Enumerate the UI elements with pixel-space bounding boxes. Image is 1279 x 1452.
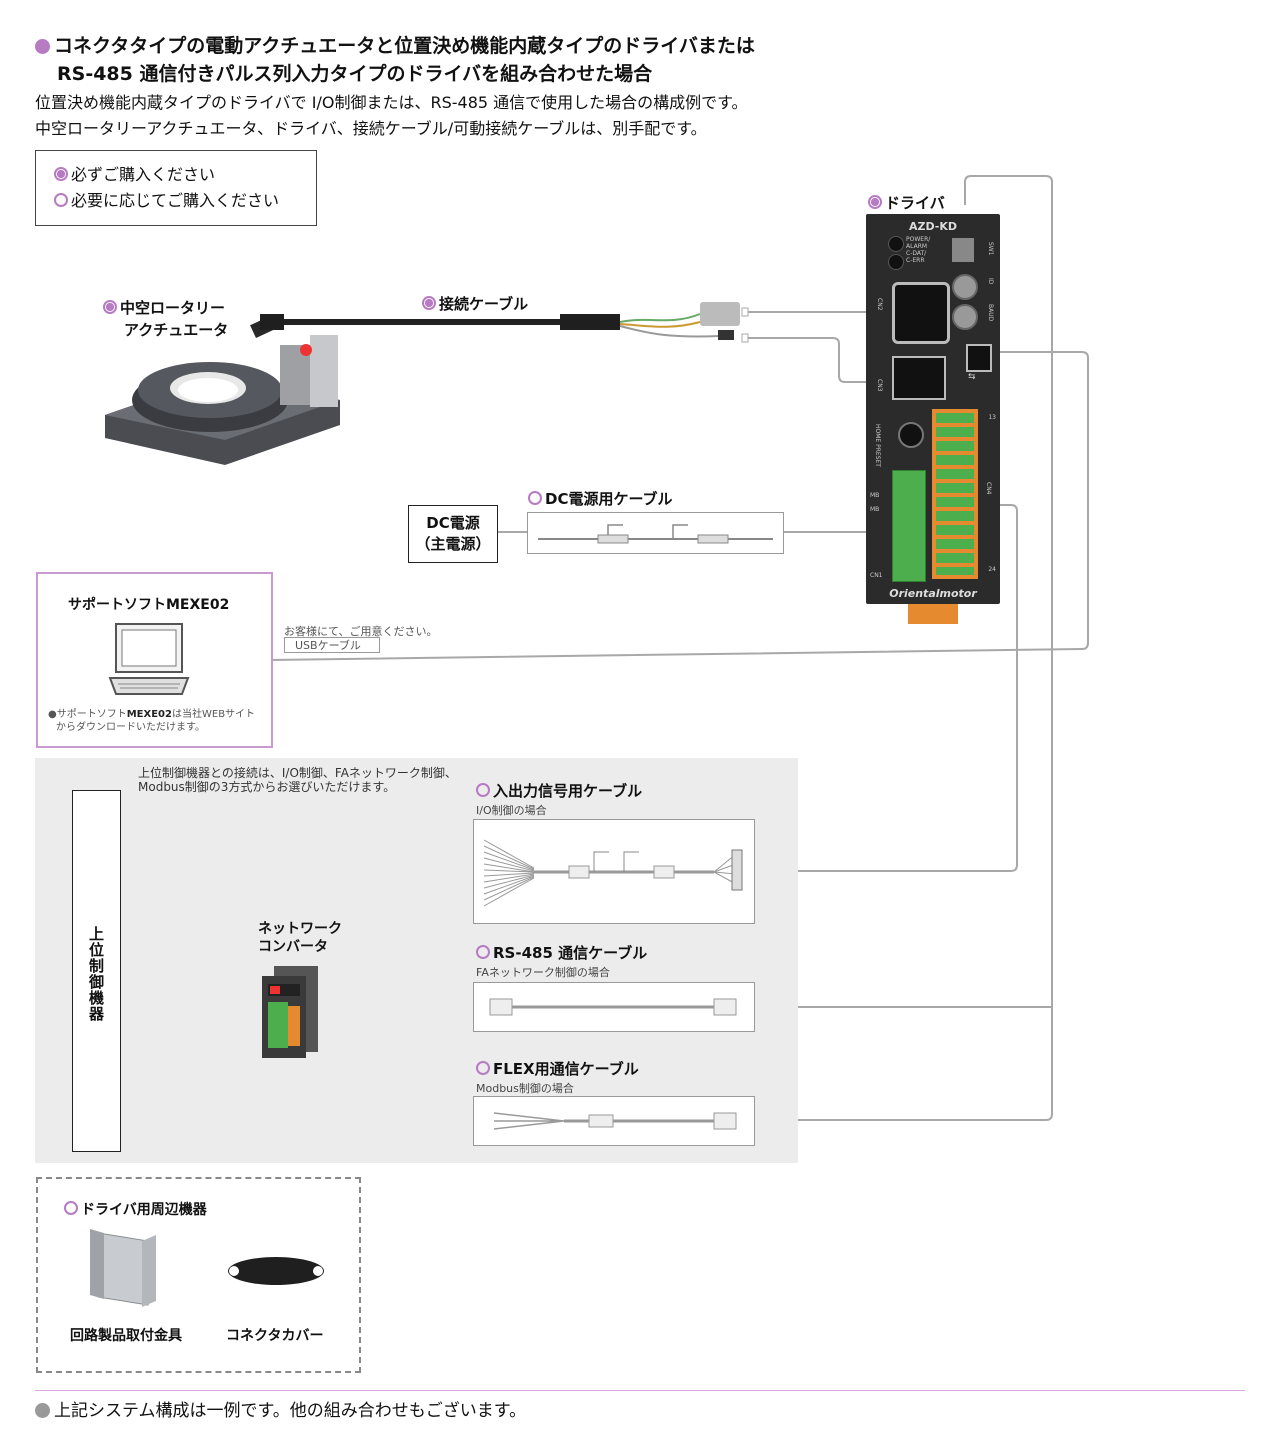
dc-power-label: DC電源 <box>426 514 480 532</box>
flex-cable-image <box>493 1112 737 1130</box>
rs485-cable-label: RS-485 通信ケーブル <box>476 942 647 963</box>
laptop-icon <box>108 623 190 695</box>
rs485-cable-image-frame <box>473 982 755 1032</box>
title-bullet-icon <box>35 39 50 54</box>
power-terminal-block[interactable] <box>892 470 926 582</box>
sw1-switch[interactable] <box>952 238 974 262</box>
host-controller-box: 上位制御機器 <box>72 790 121 1152</box>
io-cable-image-frame <box>473 819 755 924</box>
usb-icon: ⇆ <box>968 372 976 382</box>
optional-mark-icon <box>476 1061 490 1075</box>
dc-cable-label: DC電源用ケーブル <box>528 488 673 509</box>
mb-label-2: MB <box>870 506 880 513</box>
dc-power-box: DC電源 （主電源） <box>408 505 498 563</box>
connector-cover-label: コネクタカバー <box>226 1328 324 1344</box>
page-title: コネクタタイプの電動アクチュエータと位置決め機能内蔵タイプのドライバまたは <box>35 33 755 59</box>
io-cable-sub: I/O制御の場合 <box>476 804 547 817</box>
optional-mark-icon <box>528 491 542 505</box>
actuator-label: 中空ロータリー <box>103 297 225 318</box>
connection-cable-label: 接続ケーブル <box>422 293 528 314</box>
optional-mark-icon <box>54 193 68 207</box>
usb-cable-label: USBケーブル <box>284 637 380 653</box>
software-title: サポートソフトMEXE02 <box>68 597 230 613</box>
home-preset-button[interactable] <box>898 422 924 448</box>
support-software-box: サポートソフトMEXE02 ●サポートソフトMEXE02は当社WEBサイト から… <box>36 572 273 748</box>
optional-mark-icon <box>476 945 490 959</box>
connector-cover-image <box>228 1257 324 1285</box>
host-intro: 上位制御機器との接続は、I/O制御、FAネットワーク制御、Modbus制御の3方… <box>138 766 457 794</box>
mb-label-1: MB <box>870 492 880 499</box>
description-line2: 中空ロータリーアクチュエータ、ドライバ、接続ケーブル/可動接続ケーブルは、別手配… <box>35 119 707 138</box>
cn1-label: CN1 <box>870 572 883 579</box>
rs485-cable-sub: FAネットワーク制御の場合 <box>476 966 610 979</box>
flex-cable-image-frame <box>473 1096 755 1146</box>
din-clip <box>908 604 958 624</box>
mounting-bracket-label: 回路製品取付金具 <box>70 1328 182 1344</box>
peripherals-box: ドライバ用周辺機器 回路製品取付金具 コネクタカバー <box>36 1177 361 1373</box>
baud-label: BAUD <box>987 304 994 322</box>
power-led-icon <box>888 236 904 252</box>
legend-required: 必ずご購入ください <box>54 161 215 185</box>
home-preset-label: HOME PRESET <box>874 424 881 467</box>
driver-model: AZD-KD <box>908 220 958 233</box>
rs485-cable-image <box>489 998 737 1016</box>
legend-optional: 必要に応じてご購入ください <box>54 187 279 211</box>
hollow-rotary-actuator-image <box>105 320 340 465</box>
host-label: 上位制御機器 <box>87 926 105 1022</box>
dc-cable-image <box>538 524 773 544</box>
cn2-label: CN2 <box>876 298 883 311</box>
legend-box: 必ずご購入ください 必要に応じてご購入ください <box>35 150 317 226</box>
io-cable-image <box>483 839 743 907</box>
encoder-connector[interactable] <box>892 356 946 400</box>
driver-label: ドライバ <box>868 192 945 213</box>
footer-bullet-icon <box>35 1403 50 1418</box>
pin24-label: 24 <box>988 566 996 573</box>
cn3-label: CN3 <box>876 379 883 392</box>
optional-mark-icon <box>476 783 490 797</box>
usb-note: お客様にて、ご用意ください。 <box>284 625 438 638</box>
optional-mark-icon <box>64 1201 78 1215</box>
usb-port[interactable] <box>966 344 992 372</box>
sw1-label: SW1 <box>987 242 994 256</box>
network-converter-image <box>262 966 318 1058</box>
pin13-label: 13 <box>988 414 996 421</box>
peripherals-title: ドライバ用周辺機器 <box>64 1199 207 1219</box>
flex-cable-label: FLEX用通信ケーブル <box>476 1058 639 1079</box>
required-mark-icon <box>103 300 117 314</box>
dc-cable-image-frame <box>527 512 784 554</box>
connection-cable-image <box>260 302 740 340</box>
brand-logo: Orientalmotor <box>889 587 977 600</box>
network-converter-label: ネットワークコンバータ <box>258 921 342 955</box>
io-cable-label: 入出力信号用ケーブル <box>476 780 642 801</box>
io-terminal-block[interactable] <box>932 409 978 579</box>
required-mark-icon <box>868 195 882 209</box>
footer-divider <box>35 1390 1245 1391</box>
footer-note: 上記システム構成は一例です。他の組み合わせもございます。 <box>35 1396 526 1421</box>
page-title-line2: RS-485 通信付きパルス列入力タイプのドライバを組み合わせた場合 <box>57 63 653 85</box>
required-mark-icon <box>422 296 436 310</box>
software-note: ●サポートソフトMEXE02は当社WEBサイト からダウンロードいただけます。 <box>48 709 256 733</box>
id-dial[interactable] <box>952 274 978 300</box>
status-led-icon <box>888 254 904 270</box>
flex-cable-sub: Modbus制御の場合 <box>476 1082 574 1095</box>
dc-power-sublabel: （主電源） <box>415 535 491 553</box>
actuator-label-line2: アクチュエータ <box>124 321 229 339</box>
motor-connector[interactable] <box>892 282 950 344</box>
required-mark-icon <box>54 167 68 181</box>
baud-dial[interactable] <box>952 304 978 330</box>
id-label: ID <box>987 278 994 285</box>
mounting-bracket-image <box>90 1229 156 1307</box>
cn4-label: CN4 <box>985 482 992 495</box>
description-line1: 位置決め機能内蔵タイプのドライバで I/O制御または、RS-485 通信で使用し… <box>35 93 748 112</box>
